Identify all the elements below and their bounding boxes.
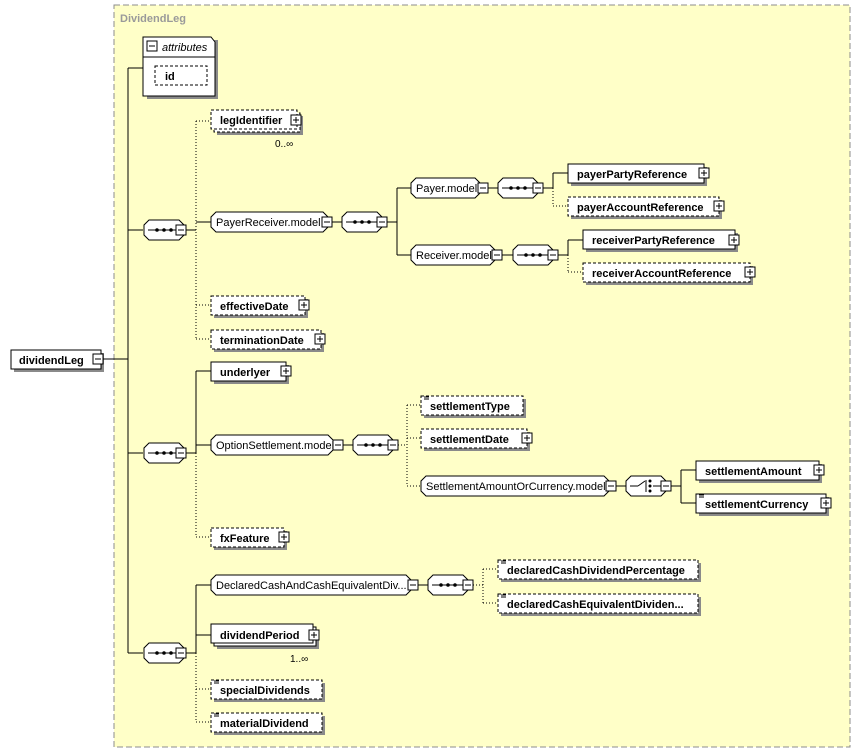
element-underlyer[interactable]: underlyer: [210, 361, 289, 384]
fxFeature-label: fxFeature: [220, 533, 270, 545]
specialDividends-label: specialDividends: [220, 685, 310, 697]
OptionSettlement-model-label: OptionSettlement.model: [216, 440, 334, 452]
SettlementAmountOrCurrency-model-label: SettlementAmountOrCurrency.model: [426, 481, 606, 493]
settlementAmount-label: settlementAmount: [705, 466, 802, 478]
DeclaredCash-model-label: DeclaredCashAndCashEquivalentDiv...: [216, 580, 407, 592]
receiverPartyReference-label: receiverPartyReference: [592, 235, 715, 247]
sequence-compositor-2[interactable]: [143, 442, 185, 464]
group-SettlementAmountOrCurrency-model[interactable]: SettlementAmountOrCurrency.model: [420, 475, 610, 497]
element-specialDividends[interactable]: specialDividends: [210, 679, 325, 702]
element-fxFeature[interactable]: fxFeature: [210, 527, 287, 550]
legIdentifier-cardinality: 0..∞: [275, 139, 293, 150]
payerAccountReference-label: payerAccountReference: [577, 202, 704, 214]
declaredCashEquivalentDividend-label: declaredCashEquivalentDividen...: [507, 599, 684, 611]
root-element-label: dividendLeg: [19, 355, 84, 367]
element-receiverAccountReference[interactable]: receiverAccountReference: [582, 262, 753, 285]
sequence-compositor-1[interactable]: [143, 219, 185, 241]
element-settlementAmount[interactable]: settlementAmount: [695, 460, 822, 483]
element-settlementType[interactable]: settlementType: [420, 395, 526, 418]
group-OptionSettlement-model[interactable]: OptionSettlement.model: [210, 434, 334, 456]
choice-compositor[interactable]: [625, 475, 667, 497]
sequence-compositor-receiver[interactable]: [512, 244, 554, 266]
attributes-box: attributes id: [142, 36, 218, 99]
complex-type-title: DividendLeg: [120, 13, 186, 25]
root-element-dividendLeg[interactable]: dividendLeg: [10, 349, 104, 372]
PayerReceiver-model-label: PayerReceiver.model: [216, 217, 321, 229]
element-settlementDate[interactable]: settlementDate: [420, 428, 530, 451]
materialDividend-label: materialDividend: [220, 718, 309, 730]
declaredCashDividendPercentage-label: declaredCashDividendPercentage: [507, 565, 685, 577]
sequence-compositor-3[interactable]: [143, 642, 185, 664]
dividendPeriod-cardinality: 1..∞: [290, 654, 308, 665]
effectiveDate-label: effectiveDate: [220, 301, 288, 313]
receiverAccountReference-label: receiverAccountReference: [592, 268, 731, 280]
group-PayerReceiver-model[interactable]: PayerReceiver.model: [210, 211, 329, 233]
payerPartyReference-label: payerPartyReference: [577, 169, 687, 181]
element-materialDividend[interactable]: materialDividend: [210, 712, 325, 735]
element-dividendPeriod[interactable]: dividendPeriod: [210, 623, 319, 649]
element-payerPartyReference[interactable]: payerPartyReference: [567, 163, 707, 186]
settlementCurrency-label: settlementCurrency: [705, 499, 809, 511]
element-declaredCashDividendPercentage[interactable]: declaredCashDividendPercentage: [497, 559, 701, 582]
Receiver-model-label: Receiver.model: [416, 250, 492, 262]
sequence-compositor-declared-cash[interactable]: [427, 574, 469, 596]
element-payerAccountReference[interactable]: payerAccountReference: [567, 196, 722, 219]
attribute-id-box[interactable]: [154, 65, 208, 86]
element-settlementCurrency[interactable]: settlementCurrency: [695, 493, 829, 516]
attributes-label: attributes: [162, 42, 208, 54]
element-legIdentifier[interactable]: legIdentifier: [210, 109, 303, 135]
Payer-model-label: Payer.model: [416, 183, 477, 195]
sequence-compositor-payer[interactable]: [497, 177, 539, 199]
sequence-compositor-option-settlement[interactable]: [352, 434, 394, 456]
group-DeclaredCash-model[interactable]: DeclaredCashAndCashEquivalentDiv...: [210, 574, 412, 596]
underlyer-label: underlyer: [220, 367, 271, 379]
dividendPeriod-label: dividendPeriod: [220, 630, 299, 642]
sequence-compositor-payer-receiver[interactable]: [341, 211, 383, 233]
terminationDate-label: terminationDate: [220, 335, 304, 347]
element-effectiveDate[interactable]: effectiveDate: [210, 295, 308, 318]
element-declaredCashEquivalentDividend[interactable]: declaredCashEquivalentDividen...: [497, 593, 701, 616]
group-Payer-model[interactable]: Payer.model: [410, 177, 481, 199]
attribute-id-label: id: [165, 71, 175, 83]
element-terminationDate[interactable]: terminationDate: [210, 329, 324, 352]
settlementDate-label: settlementDate: [430, 434, 509, 446]
element-receiverPartyReference[interactable]: receiverPartyReference: [582, 229, 738, 252]
group-Receiver-model[interactable]: Receiver.model: [410, 244, 496, 266]
settlementType-label: settlementType: [430, 401, 510, 413]
legIdentifier-label: legIdentifier: [220, 115, 283, 127]
